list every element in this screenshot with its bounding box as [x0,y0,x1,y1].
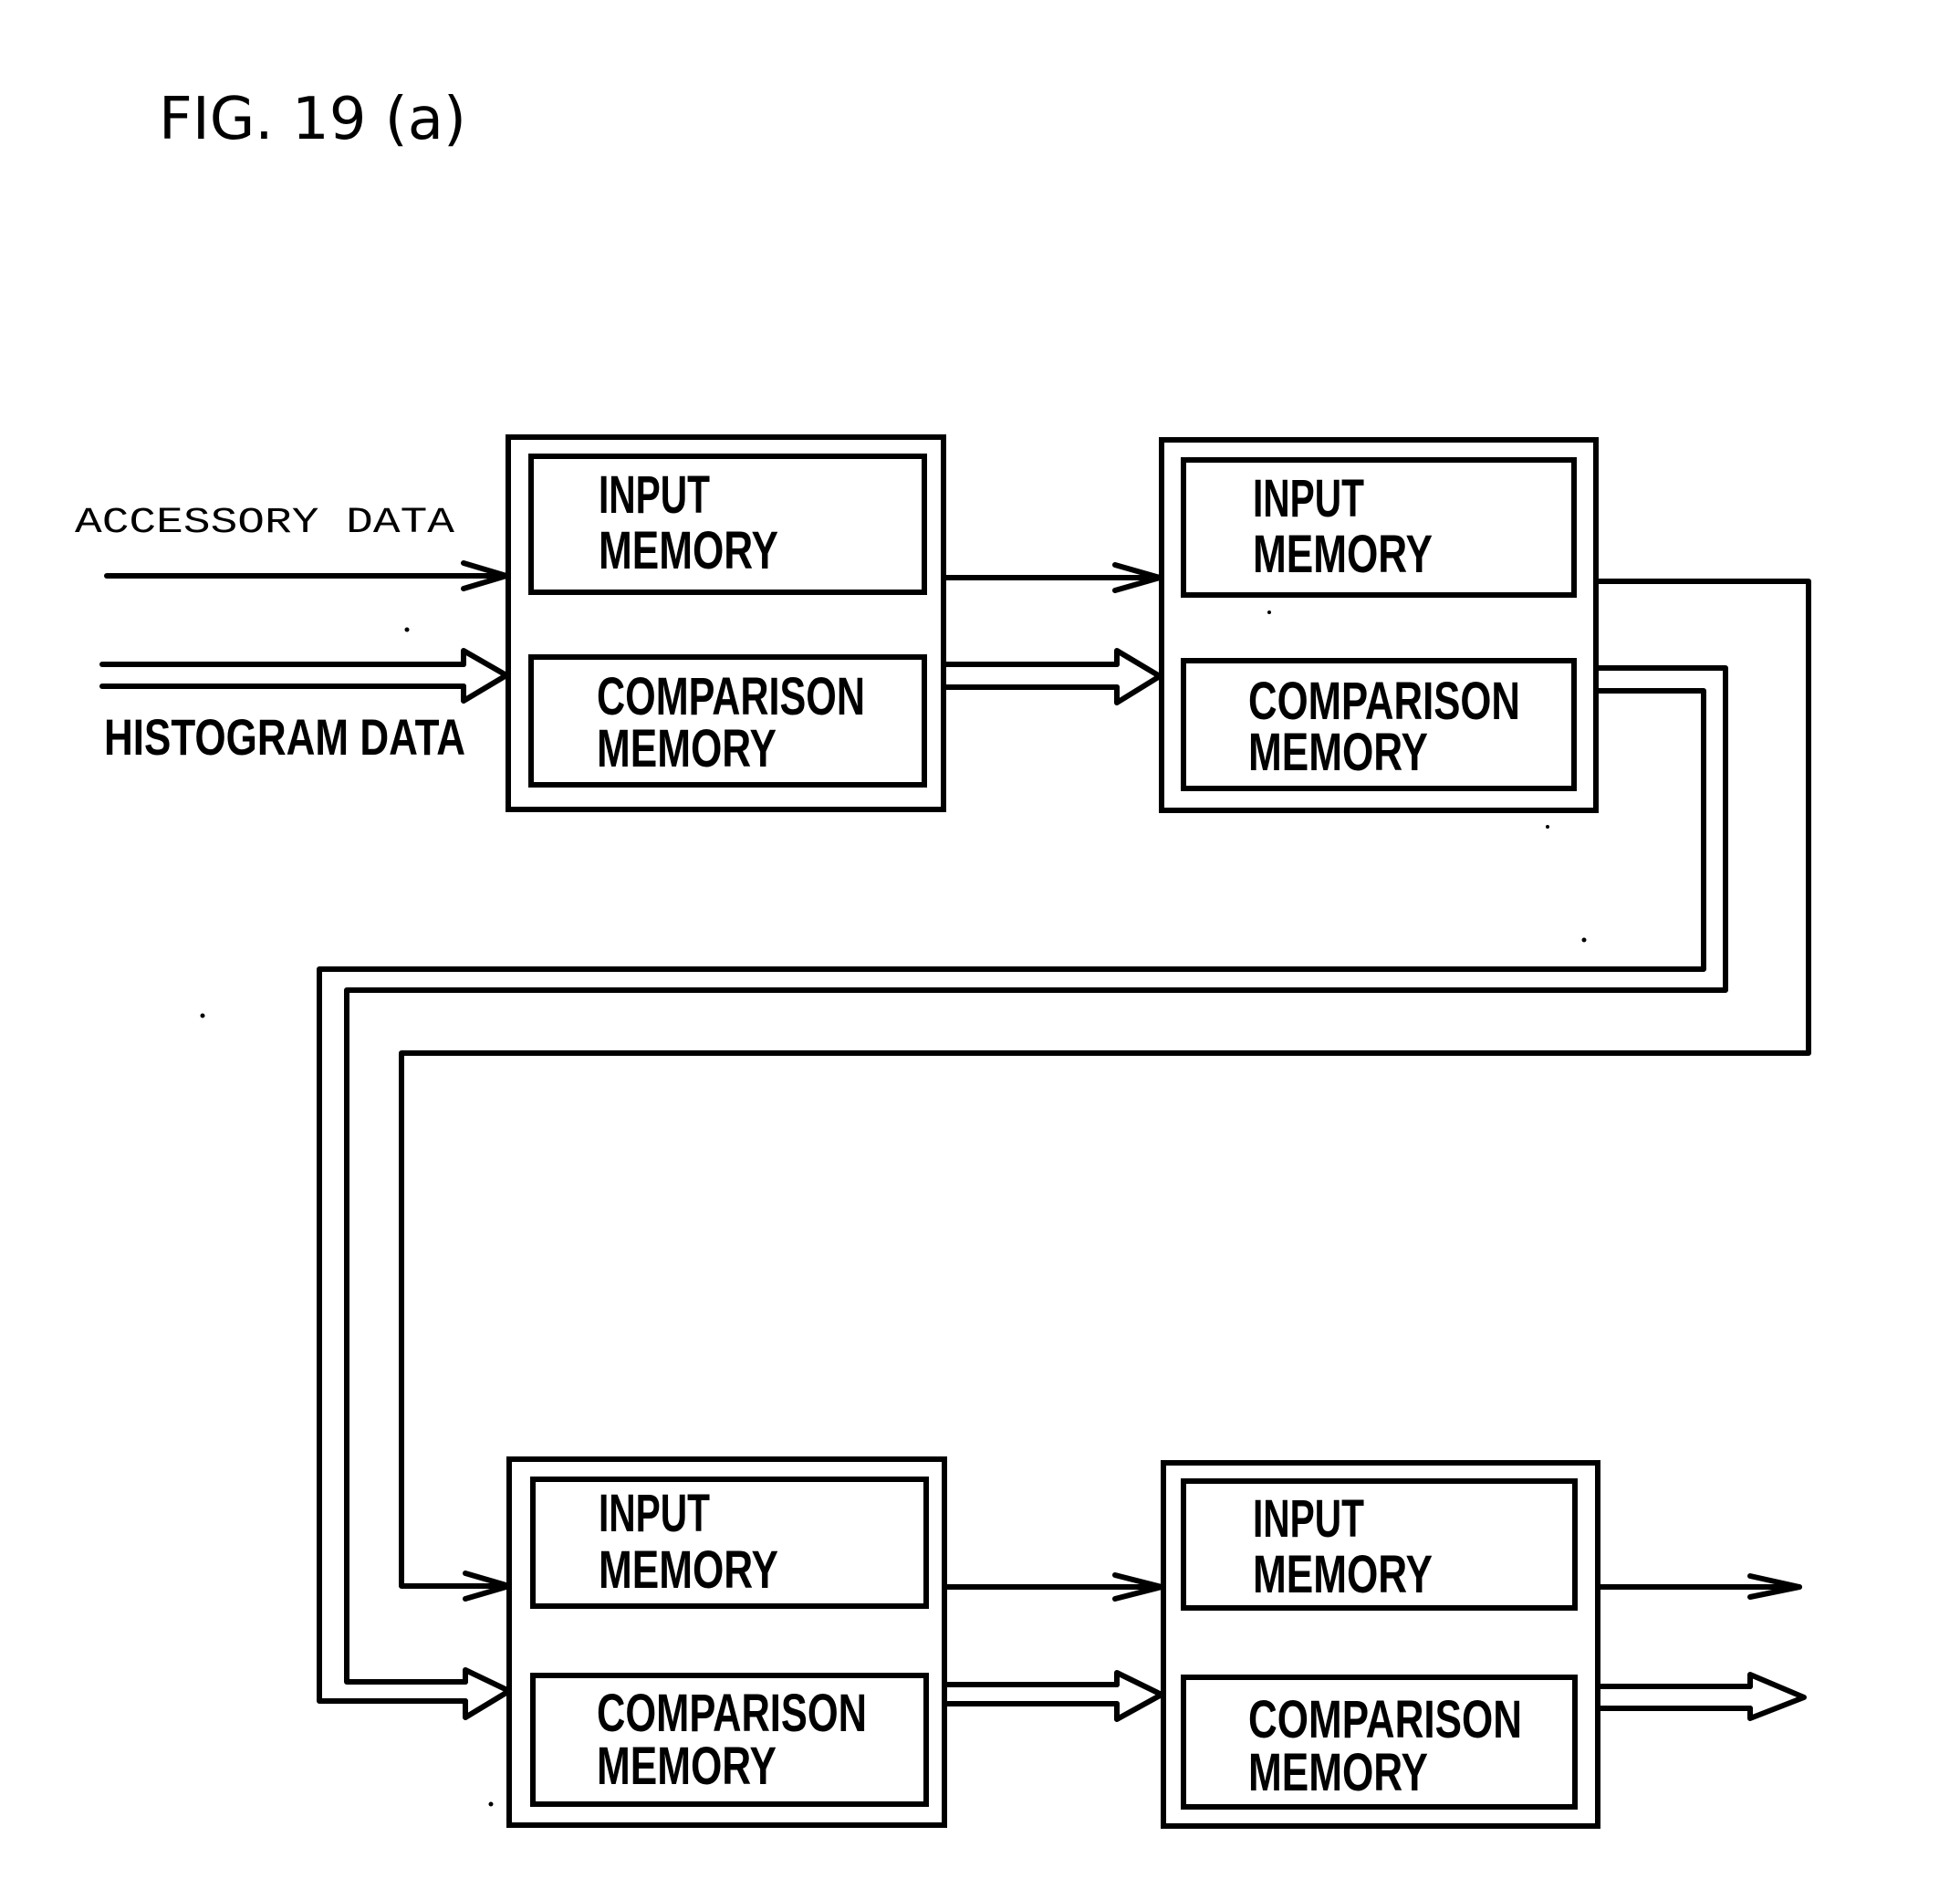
unit-1-input-memory: INPUT MEMORY [531,456,924,592]
input-memory-label-line2: MEMORY [599,1540,778,1600]
histogram-data-arrow [102,651,506,701]
accessory-data-label: ACCESSORY DATA [75,503,454,544]
comparison-memory-label-line2: MEMORY [597,719,777,778]
input-memory-label-line2: MEMORY [599,521,778,580]
input-memory-label-line1: INPUT [599,465,710,525]
input-memory-label-line1: INPUT [1253,1489,1364,1549]
input-memory-label-line2: MEMORY [1253,1545,1433,1604]
comparison-memory-label-line1: COMPARISON [1248,1690,1522,1749]
comparison-memory-label-line2: MEMORY [597,1737,777,1796]
unit-3-comparison-memory: COMPARISON MEMORY [533,1675,926,1804]
unit1-to-unit2-comparison-arrow [944,651,1160,703]
unit-2-input-memory: INPUT MEMORY [1183,460,1574,595]
histogram-data-label: HISTOGRAM DATA [104,708,465,766]
unit-3-input-memory: INPUT MEMORY [533,1479,926,1606]
unit3-to-unit4-input-arrow [944,1575,1162,1599]
comparison-memory-label-line2: MEMORY [1248,1743,1428,1802]
unit-4-comparison-memory: COMPARISON MEMORY [1183,1677,1575,1807]
unit3-to-unit4-comparison-arrow [944,1673,1162,1719]
figure-title: FIG. 19 (a) [159,86,466,153]
comparison-memory-label-line2: MEMORY [1248,723,1428,782]
comparison-memory-label-line1: COMPARISON [597,667,865,726]
unit-2-comparison-memory: COMPARISON MEMORY [1183,661,1574,788]
unit4-comparison-output-arrow [1598,1675,1804,1718]
input-memory-label-line2: MEMORY [1253,525,1433,584]
input-memory-label-line1: INPUT [1253,469,1364,528]
comparison-memory-label-line1: COMPARISON [597,1684,867,1743]
unit-4-input-memory: INPUT MEMORY [1183,1481,1575,1608]
input-memory-label-line1: INPUT [599,1484,710,1543]
unit-1-comparison-memory: COMPARISON MEMORY [531,657,924,785]
memory-unit-2: INPUT MEMORY COMPARISON MEMORY [1162,440,1596,810]
memory-unit-1: INPUT MEMORY COMPARISON MEMORY [508,437,944,809]
unit4-input-output-arrow [1598,1576,1799,1597]
memory-unit-4: INPUT MEMORY COMPARISON MEMORY [1163,1463,1598,1826]
memory-unit-3: INPUT MEMORY COMPARISON MEMORY [509,1459,944,1825]
unit1-to-unit2-input-arrow [944,565,1160,590]
accessory-data-arrow [107,563,506,589]
